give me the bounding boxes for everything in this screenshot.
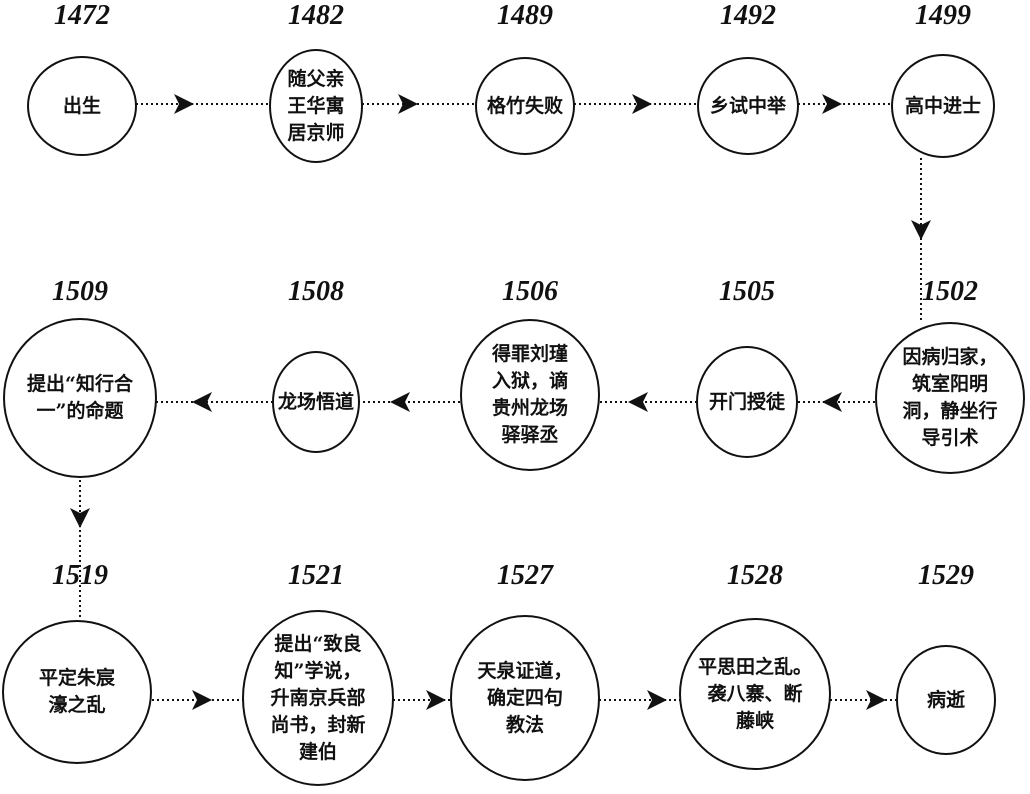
event-text: 开门授徒 [708, 390, 785, 413]
event-text: 乡试中举 [709, 94, 786, 117]
event-node: 提出“知行合 一”的命题 [3, 318, 157, 478]
arrowhead [426, 690, 446, 710]
event-year: 1506 [502, 276, 558, 307]
arrowhead [822, 94, 842, 114]
event-text: 龙场悟道 [277, 390, 354, 413]
arrowhead [911, 220, 931, 240]
event-node: 出生 [27, 56, 137, 156]
event-node: 格竹失败 [475, 57, 575, 155]
event-text: 格竹失败 [486, 94, 563, 117]
event-year: 1472 [54, 0, 110, 31]
event-year: 1509 [52, 276, 108, 307]
event-year: 1482 [288, 0, 344, 31]
event-node: 得罪刘瑾 入狱，谪 贵州龙场 驿驿丞 [460, 319, 600, 471]
event-year: 1499 [915, 0, 971, 31]
event-node: 龙场悟道 [272, 351, 360, 453]
event-node: 因病归家， 筑室阳明 洞，静坐行 导引术 [875, 322, 1025, 474]
event-node: 提出“致良 知”学说， 升南京兵部 尚书，封新 建伯 [242, 610, 394, 786]
arrowhead [632, 94, 652, 114]
event-node: 天泉证道， 确定四句 教法 [450, 615, 600, 781]
event-text: 平思田之乱。 袭八寨、断 藤峡 [697, 655, 812, 732]
event-node: 随父亲 王华寓 居京师 [269, 49, 363, 163]
event-year: 1528 [727, 560, 783, 591]
event-year: 1519 [52, 560, 108, 591]
arrowhead [647, 690, 667, 710]
event-text: 提出“致良 知”学说， 升南京兵部 尚书，封新 建伯 [270, 632, 366, 763]
event-node: 平思田之乱。 袭八寨、断 藤峡 [679, 618, 831, 770]
event-text: 天泉证道， 确定四句 教法 [477, 659, 573, 736]
event-text: 因病归家， 筑室阳明 洞，静坐行 导引术 [902, 346, 998, 449]
event-year: 1489 [497, 0, 553, 31]
event-year: 1521 [288, 560, 344, 591]
event-year: 1505 [719, 276, 775, 307]
event-node: 高中进士 [891, 54, 995, 158]
event-year: 1527 [497, 560, 553, 591]
arrowhead [822, 392, 842, 412]
event-year: 1502 [922, 276, 978, 307]
arrowhead [628, 392, 648, 412]
event-text: 出生 [62, 94, 101, 117]
arrowhead [390, 392, 410, 412]
event-text: 得罪刘瑾 入狱，谪 贵州龙场 驿驿丞 [491, 343, 568, 446]
event-text: 病逝 [926, 688, 965, 711]
event-node: 病逝 [896, 645, 996, 755]
event-node: 开门授徒 [696, 346, 798, 458]
event-text: 高中进士 [904, 94, 981, 117]
event-year: 1508 [288, 276, 344, 307]
arrowhead [192, 392, 212, 412]
event-node: 平定朱宸 濠之乱 [2, 620, 152, 764]
arrowhead [866, 690, 886, 710]
event-text: 平定朱宸 濠之乱 [38, 667, 115, 716]
arrowhead [70, 508, 90, 528]
event-year: 1529 [918, 560, 974, 591]
event-year: 1492 [720, 0, 776, 31]
event-node: 乡试中举 [697, 57, 799, 155]
arrowhead [398, 94, 418, 114]
event-text: 提出“知行合 一”的命题 [27, 373, 133, 422]
event-text: 随父亲 王华寓 居京师 [287, 67, 345, 144]
arrowhead [174, 94, 194, 114]
arrowhead [192, 690, 212, 710]
